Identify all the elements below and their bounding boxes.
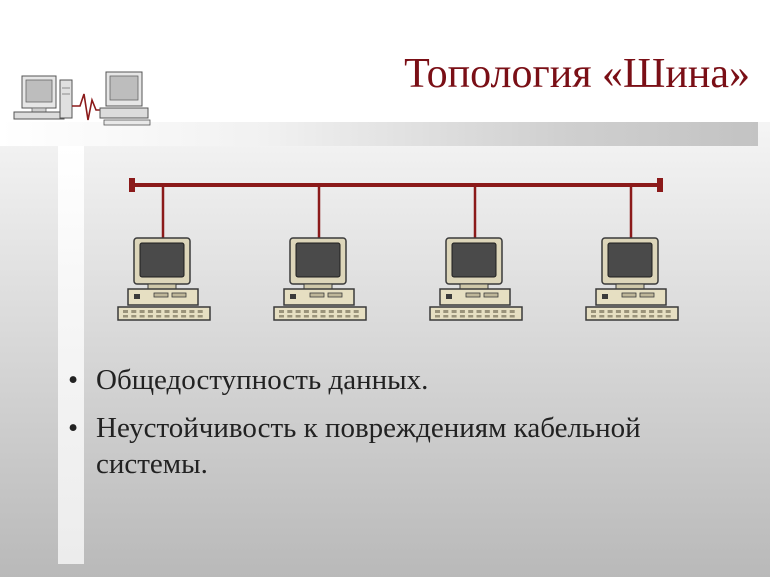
bullet-text: Неустойчивость к повреждениям кабельной … <box>96 412 641 480</box>
bullet-item: • Общедоступность данных. <box>62 362 722 398</box>
bullet-dot: • <box>68 412 79 444</box>
computer-node <box>273 185 367 321</box>
computer-node <box>117 185 211 321</box>
slide-title: Топология «Шина» <box>404 51 750 97</box>
bus-terminator-right <box>657 178 663 192</box>
computer-nodes <box>117 185 679 321</box>
decorative-horizontal-bar <box>0 122 758 146</box>
desktop-computer-icon <box>429 237 523 321</box>
bullet-item: • Неустойчивость к повреждениям кабельно… <box>62 410 722 482</box>
bullet-text: Общедоступность данных. <box>96 364 429 396</box>
bullet-list: • Общедоступность данных. • Неустойчивос… <box>62 362 722 494</box>
desktop-computer-icon <box>117 237 211 321</box>
desktop-computer-icon <box>585 237 679 321</box>
computer-node <box>585 185 679 321</box>
decorative-vertical-bar <box>58 146 84 564</box>
bullet-dot: • <box>68 364 79 396</box>
desktop-computer-icon <box>273 237 367 321</box>
two-computers-signal-icon <box>13 71 151 126</box>
computer-node <box>429 185 523 321</box>
bus-terminator-left <box>129 178 135 192</box>
